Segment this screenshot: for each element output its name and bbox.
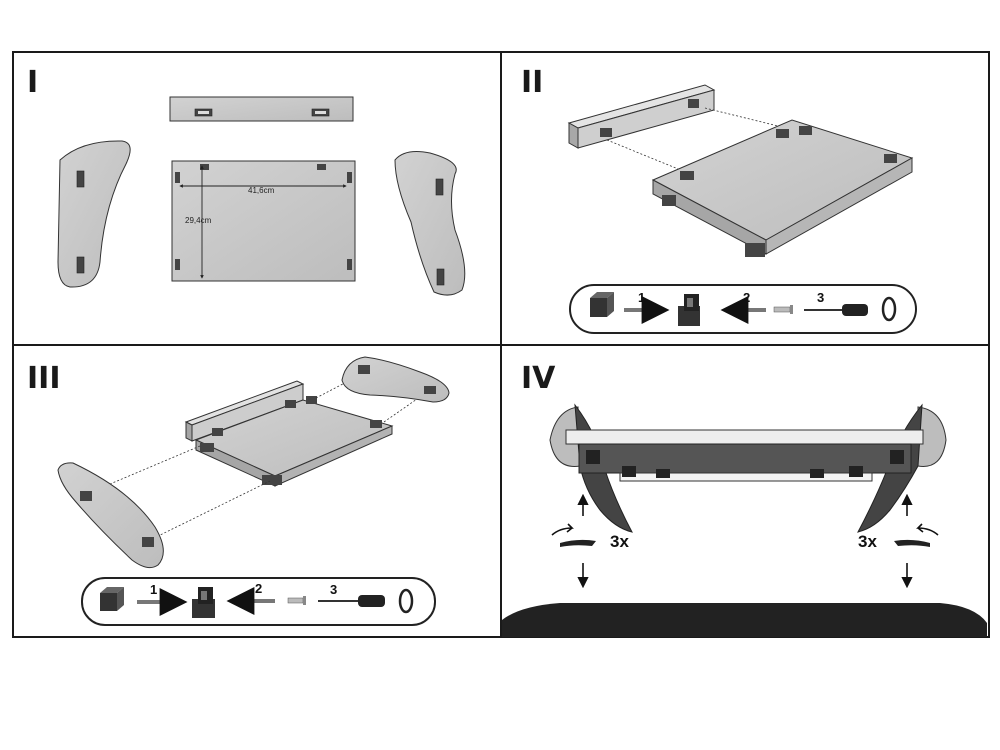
panel-step-3: III xyxy=(27,356,450,626)
right-side-panel-part xyxy=(394,151,466,296)
fitting-sequence-callout: 1 2 3 xyxy=(569,284,917,334)
shelf-board-with-connectors xyxy=(651,119,914,257)
step-label: IV xyxy=(521,361,556,396)
shelf-with-back-panel xyxy=(184,380,394,487)
rotate-icon xyxy=(398,588,414,614)
back-panel-attaching xyxy=(567,84,716,149)
back-panel-part xyxy=(169,96,354,122)
alignment-guide xyxy=(704,107,783,128)
left-side-panel-attaching xyxy=(57,462,164,569)
panel-step-1: I 41,6cm 29,4cm xyxy=(27,65,466,296)
right-side-panel-attaching xyxy=(341,356,450,403)
sequence-number: 1 xyxy=(638,290,645,305)
rotate-right-icon xyxy=(894,523,939,547)
width-dimension-label: 41,6cm xyxy=(248,186,275,195)
rotate-icon xyxy=(881,296,897,322)
left-side-panel-part xyxy=(57,140,131,288)
sequence-number: 2 xyxy=(743,290,750,305)
mounting-surface xyxy=(502,603,987,637)
assembled-connector-icon xyxy=(192,587,215,618)
assembled-shelf xyxy=(549,403,947,533)
connector-housing-icon xyxy=(100,587,124,611)
panel-step-4: IV 3x 3x xyxy=(502,361,987,637)
screwdriver-icon xyxy=(804,304,868,316)
rotation-count-left: 3x xyxy=(610,532,629,551)
fitting-sequence-callout: 1 2 3 xyxy=(81,577,436,626)
rotate-left-icon xyxy=(551,523,596,547)
connector-housing-icon xyxy=(590,292,614,317)
alignment-guide xyxy=(606,139,689,174)
step-label: II xyxy=(521,65,543,100)
sequence-number: 1 xyxy=(150,582,157,597)
rotation-count-right: 3x xyxy=(858,532,877,551)
alignment-guide xyxy=(383,389,431,423)
screw-icon xyxy=(773,305,793,314)
shelf-board-part: 41,6cm 29,4cm xyxy=(171,160,356,282)
screwdriver-icon xyxy=(318,595,385,607)
screw-icon xyxy=(287,596,306,605)
depth-dimension-label: 29,4cm xyxy=(185,216,212,225)
sequence-number: 3 xyxy=(330,582,337,597)
sequence-number: 2 xyxy=(255,581,262,596)
step-label: III xyxy=(27,361,61,396)
assembled-connector-icon xyxy=(678,294,700,326)
sequence-number: 3 xyxy=(817,290,824,305)
step-label: I xyxy=(27,65,38,100)
panel-step-2: II xyxy=(521,65,917,334)
